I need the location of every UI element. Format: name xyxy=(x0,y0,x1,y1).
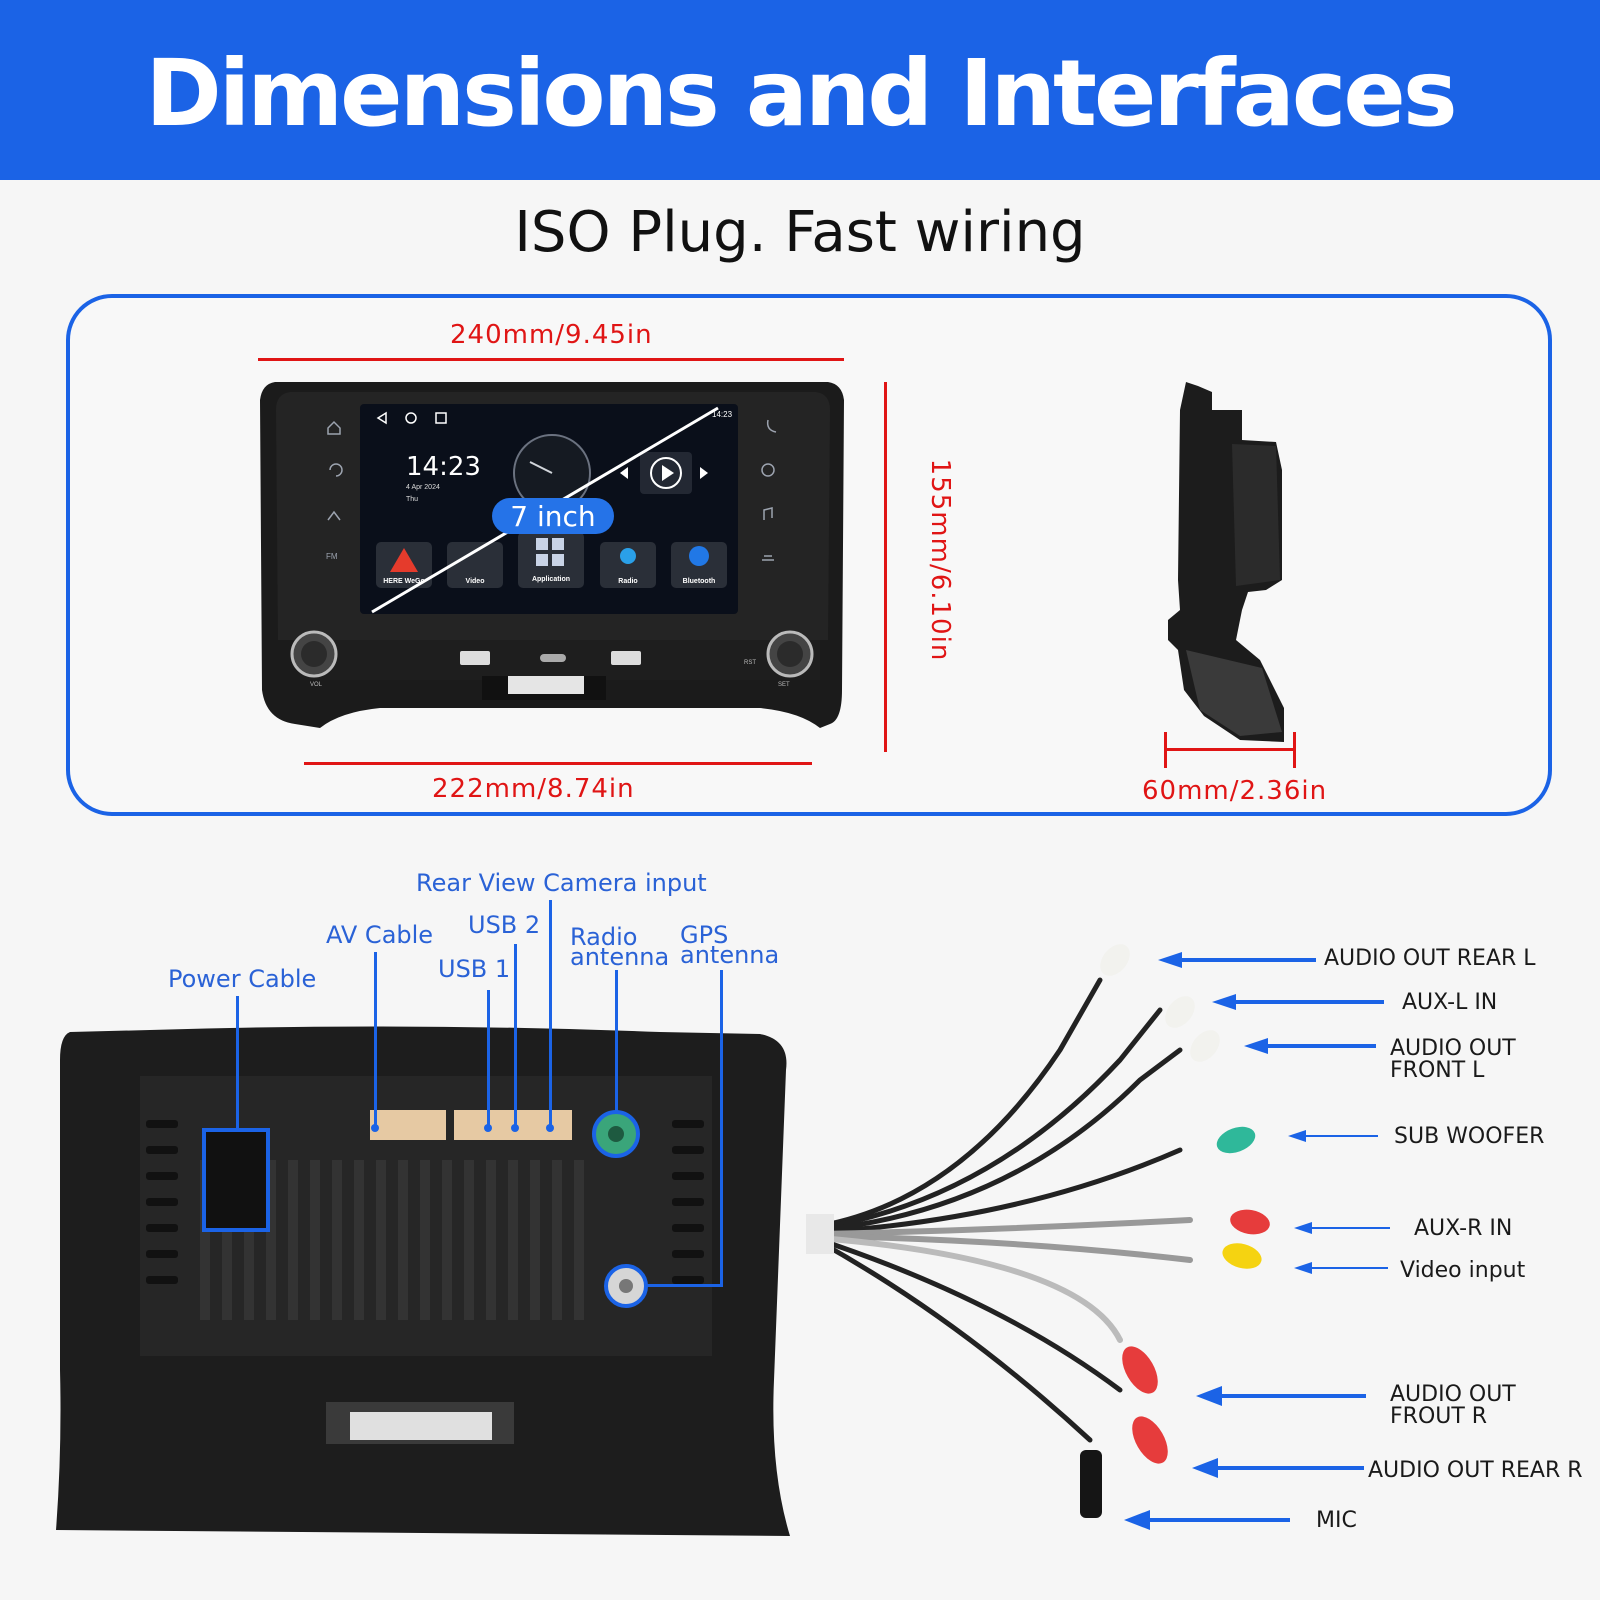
video-input-label: Video input xyxy=(1400,1258,1526,1283)
usb1-pointer xyxy=(487,990,490,1126)
home-side-icon xyxy=(327,420,341,435)
next-icon[interactable] xyxy=(700,467,708,479)
usb2-pointer xyxy=(514,944,517,1126)
rca-red-aux-r xyxy=(1230,1209,1270,1235)
audio-out-front-l-label-1: AUDIO OUT xyxy=(1390,1036,1516,1061)
power-connector xyxy=(202,1128,270,1232)
gps-antenna-label-2: antenna xyxy=(680,941,780,969)
eq-side-icon xyxy=(762,555,774,561)
back-side-icon xyxy=(329,463,343,477)
radio-antenna-label-2: antenna xyxy=(570,943,670,971)
top-width-line xyxy=(258,358,844,361)
av-cable-pointer xyxy=(374,952,377,1126)
gps-antenna-label-1: GPS xyxy=(680,921,729,949)
rca-green-subwoofer xyxy=(1216,1126,1256,1154)
sub-woofer-label: SUB WOOFER xyxy=(1394,1124,1545,1149)
app-label-video: Video xyxy=(465,578,485,585)
bottom-width-label: 222mm/8.74in xyxy=(432,774,635,804)
height-line xyxy=(884,382,887,752)
app-label-application: Application xyxy=(531,576,571,583)
fm-button-label[interactable]: FM xyxy=(326,552,338,561)
header-banner: Dimensions and Interfaces xyxy=(0,0,1600,180)
app-label-radio: Radio xyxy=(618,578,638,585)
radio-antenna-label-1: Radio xyxy=(570,923,638,951)
mic-jack xyxy=(1080,1450,1102,1518)
top-width-label: 240mm/9.45in xyxy=(450,320,653,350)
aux-l-in-label: AUX-L IN xyxy=(1402,990,1498,1015)
screen-date: 4 Apr 2024 xyxy=(406,484,440,491)
power-cable-label: Power Cable xyxy=(168,965,317,993)
usb1-label: USB 1 xyxy=(438,955,511,983)
audio-out-front-l-label-2: FRONT L xyxy=(1390,1058,1485,1083)
subtitle: ISO Plug. Fast wiring xyxy=(514,200,1086,265)
audio-out-rear-l-label: AUDIO OUT REAR L xyxy=(1324,946,1536,971)
app-label-bluetooth: Bluetooth xyxy=(682,578,716,585)
audio-out-frout-r-label-1: AUDIO OUT xyxy=(1390,1382,1516,1407)
home-nav-icon[interactable] xyxy=(405,412,417,424)
bottom-width-line xyxy=(304,762,812,765)
radio-antenna-pointer xyxy=(615,970,618,1112)
usb2-label: USB 2 xyxy=(468,911,541,939)
power-cable-pointer xyxy=(236,996,239,1130)
app-tile-video[interactable] xyxy=(447,542,503,588)
screen-clock: 14:23 xyxy=(406,452,481,482)
harness-plug xyxy=(806,1214,834,1254)
play-side-icon xyxy=(761,463,775,477)
page-title: Dimensions and Interfaces xyxy=(145,40,1457,147)
usbc-port-front xyxy=(540,654,566,662)
gps-antenna-pointer-elbow xyxy=(646,1284,723,1287)
screen-day: Thu xyxy=(406,496,419,503)
back-nav-icon[interactable] xyxy=(376,411,387,425)
depth-tick-right xyxy=(1293,732,1296,768)
size-badge-label: 7 inch xyxy=(510,500,596,533)
rca-white-rear-l xyxy=(1100,944,1130,976)
rca-white-aux-l xyxy=(1165,996,1195,1028)
mic-label: MIC xyxy=(1316,1508,1357,1533)
prev-icon[interactable] xyxy=(620,467,628,479)
app-tile-application[interactable] xyxy=(518,532,584,588)
av-cable-label: AV Cable xyxy=(326,921,434,949)
aux-r-in-label: AUX-R IN xyxy=(1414,1216,1513,1241)
nav-side-icon xyxy=(327,510,341,521)
rca-white-front-l xyxy=(1190,1030,1220,1062)
rca-red-front-r xyxy=(1122,1346,1158,1394)
audio-out-frout-r-label-2: FROUT R xyxy=(1390,1404,1488,1429)
music-side-icon xyxy=(763,507,773,520)
recent-nav-icon[interactable] xyxy=(435,412,447,424)
status-time: 14:23 xyxy=(712,410,733,419)
depth-tick-left xyxy=(1164,732,1167,768)
rca-red-rear-r xyxy=(1132,1416,1168,1464)
rear-camera-pointer xyxy=(549,900,552,1126)
usb-port-front-2 xyxy=(611,651,641,665)
rca-yellow-video xyxy=(1222,1243,1262,1269)
vol-label: VOL xyxy=(310,682,323,688)
set-label: SET xyxy=(778,682,790,688)
app-tile-radio[interactable] xyxy=(600,542,656,588)
size-badge xyxy=(492,498,614,534)
depth-label: 60mm/2.36in xyxy=(1142,776,1328,806)
av-connector xyxy=(370,1110,446,1140)
gps-antenna-pointer xyxy=(720,970,723,1286)
app-label-here: HERE WeGo xyxy=(383,578,425,585)
depth-line xyxy=(1166,748,1296,751)
phone-side-icon xyxy=(766,419,777,433)
rear-camera-label: Rear View Camera input xyxy=(416,869,707,897)
play-icon[interactable] xyxy=(650,457,682,489)
rst-label[interactable]: RST xyxy=(744,660,756,666)
usb-port-front-1 xyxy=(460,651,490,665)
audio-out-rear-r-label: AUDIO OUT REAR R xyxy=(1368,1458,1583,1483)
